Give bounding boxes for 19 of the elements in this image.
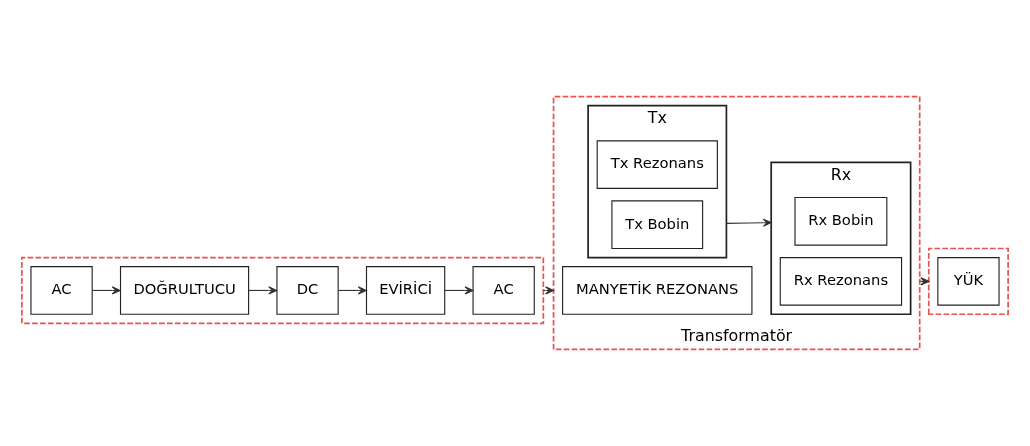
arrow: [444, 286, 474, 295]
node-box: Rx Bobin: [794, 196, 888, 246]
node-box: AC: [472, 266, 535, 315]
cluster: [927, 247, 1009, 316]
node-box: DC: [276, 266, 339, 315]
arrow: [91, 286, 121, 295]
node-box: YÜK: [937, 257, 1000, 306]
arrow: [919, 277, 930, 286]
node-box: EVİRİCİ: [365, 266, 446, 315]
node-box: MANYETİK REZONANS: [562, 266, 753, 315]
node-box: Rx Rezonans: [779, 257, 903, 306]
node-box: Tx Bobin: [611, 200, 704, 250]
node-box: AC: [30, 266, 93, 315]
node-box: DOĞRULTUCU: [119, 266, 250, 315]
arrow: [248, 286, 278, 295]
arrow: [725, 218, 772, 227]
arrow: [337, 286, 367, 295]
arrow: [542, 286, 555, 295]
node-box: Tx Rezonans: [596, 140, 718, 189]
